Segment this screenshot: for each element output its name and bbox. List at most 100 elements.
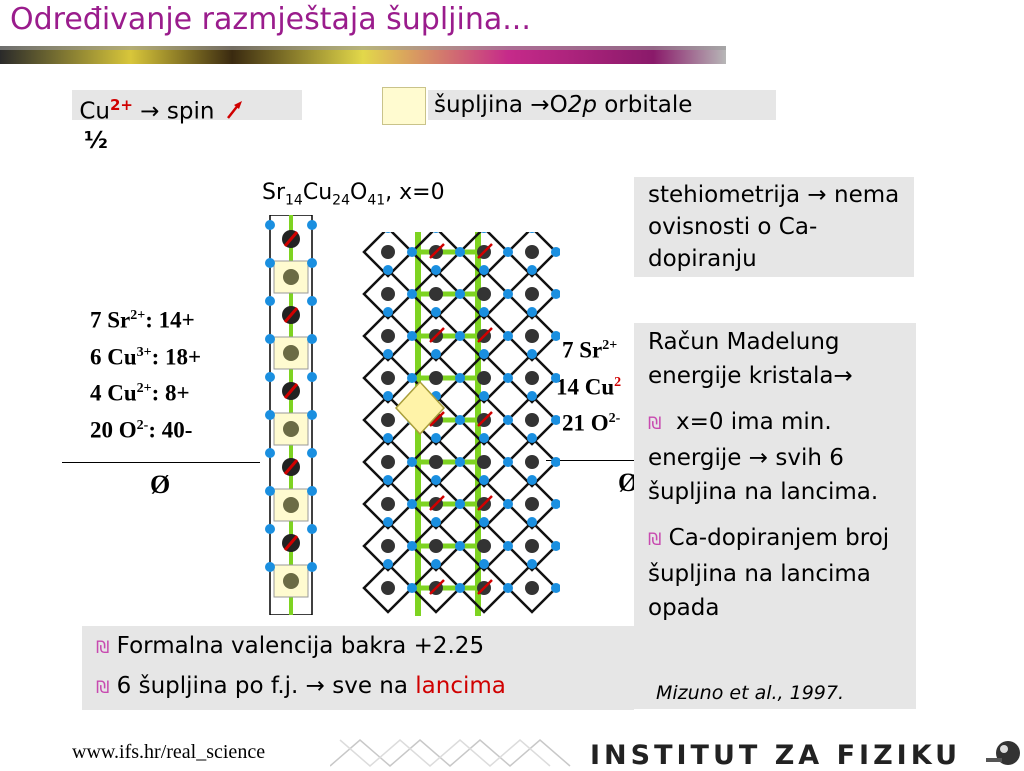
madelung-point-2: ₪ Ca-dopiranjem broj šupljina na lancima… (648, 521, 902, 625)
oxygen-atom (307, 562, 317, 572)
cuo4-plaquette (506, 310, 558, 362)
cuo4-plaquette (410, 520, 462, 572)
summary-box: ₪ Formalna valencija bakra +2.25 ₪ 6 šup… (82, 626, 634, 710)
oxygen-atom (431, 433, 441, 443)
header-decoration-bar (0, 46, 726, 64)
oxygen-atom (383, 349, 393, 359)
cuo4-plaquette (506, 562, 558, 614)
oxygen-atom (503, 583, 513, 593)
oxygen-atom (479, 559, 489, 569)
oxygen-atom (527, 307, 537, 317)
spin-arrow (283, 307, 299, 323)
cuo4-plaquette (458, 232, 510, 278)
spin-arrow (429, 411, 445, 427)
charge-count-right: 7 Sr2+ 14 Cu2 21 O2- (556, 330, 634, 440)
cuo4-plaquette (458, 268, 510, 320)
oxygen-atom (455, 583, 465, 593)
formula-o: O (349, 180, 368, 205)
oxygen-atom (307, 410, 317, 420)
formula-tail: , x=0 (385, 180, 445, 205)
copper-atom (381, 371, 395, 385)
oxygen-atom (407, 499, 417, 509)
spin-half: ½ (84, 128, 108, 154)
oxygen-atom (527, 391, 537, 401)
copper-atom (477, 287, 491, 301)
oxygen-atom (431, 265, 441, 275)
summary-highlight: lancima (415, 673, 506, 699)
oxygen-atom (265, 334, 275, 344)
formula-cu: Cu (302, 180, 333, 205)
oxygen-atom (265, 296, 275, 306)
count-value: : 14+ (145, 307, 195, 333)
oxygen-atom (455, 247, 465, 257)
sum-result-left: Ø (150, 470, 171, 499)
oxygen-atom (431, 475, 441, 485)
hole-orbital: 2p (567, 92, 597, 118)
copper-atom (525, 287, 539, 301)
cuo4-plaquette (410, 436, 462, 488)
count-ion: 20 O (90, 417, 137, 443)
copper-atom (381, 539, 395, 553)
oxygen-atom (551, 457, 560, 467)
spin-arrow (477, 243, 493, 259)
oxygen-atom (431, 307, 441, 317)
copper-atom (429, 371, 443, 385)
copper-atom (525, 497, 539, 511)
cuo4-plaquette (410, 232, 462, 278)
copper-atom (283, 421, 299, 437)
spin-arrow (429, 327, 445, 343)
oxygen-atom (307, 258, 317, 268)
cuo4-plaquette (506, 394, 558, 446)
oxygen-atom (455, 499, 465, 509)
institute-logo-icon (986, 741, 1020, 765)
cuo4-plaquette (506, 478, 558, 530)
oxygen-atom (481, 232, 487, 233)
sum-divider-right (546, 460, 634, 461)
copper-atom (283, 269, 299, 285)
formula-sr-sub: 14 (285, 192, 303, 209)
sum-result-right: Ø (618, 468, 634, 497)
oxygen-atom (527, 433, 537, 443)
count-row: 6 Cu3+: 18+ (90, 337, 201, 374)
oxygen-atom (529, 232, 535, 233)
oxygen-atom (407, 583, 417, 593)
spin-arrow (283, 231, 299, 247)
copper-atom (381, 455, 395, 469)
formula-sr: Sr (262, 180, 286, 205)
spin-arrow (429, 579, 445, 595)
oxygen-atom (527, 349, 537, 359)
spin-arrow (283, 459, 299, 475)
oxygen-atom (503, 415, 513, 425)
copper-atom (477, 371, 491, 385)
oxygen-atom (407, 541, 417, 551)
count-ion: 14 Cu (556, 374, 615, 400)
madelung-point-1: ₪ x=0 ima min. energije → svih 6 šupljin… (648, 405, 902, 509)
oxygen-atom (551, 541, 560, 551)
cuo4-plaquette (362, 232, 414, 278)
cuo4-plaquette (362, 268, 414, 320)
oxygen-atom (265, 562, 275, 572)
oxygen-atom (551, 331, 560, 341)
oxygen-atom (479, 475, 489, 485)
formula-cu-sub: 24 (332, 192, 350, 209)
spin-arrow (477, 327, 493, 343)
cu-charge: 2+ (109, 96, 133, 114)
oxygen-atom (265, 486, 275, 496)
oxygen-atom (383, 559, 393, 569)
count-ion: 7 Sr (90, 307, 131, 333)
oxygen-atom (407, 457, 417, 467)
oxygen-atom (455, 541, 465, 551)
madelung-intro: Račun Madelung energije kristala→ (648, 329, 853, 389)
oxygen-atom (455, 331, 465, 341)
cuo4-plaquette (362, 352, 414, 404)
formula-o-sub: 41 (367, 192, 386, 209)
ladder-structure-diagram (362, 232, 560, 616)
bullet-icon: ₪ (648, 530, 662, 550)
oxygen-atom (551, 247, 560, 257)
copper-atom (429, 287, 443, 301)
oxygen-atom (265, 220, 275, 230)
count-row: 21 O2- (556, 403, 634, 440)
count-charge: 2- (136, 417, 149, 433)
oxygen-atom (407, 331, 417, 341)
footer-url[interactable]: www.ifs.hr/real_science (72, 741, 266, 763)
